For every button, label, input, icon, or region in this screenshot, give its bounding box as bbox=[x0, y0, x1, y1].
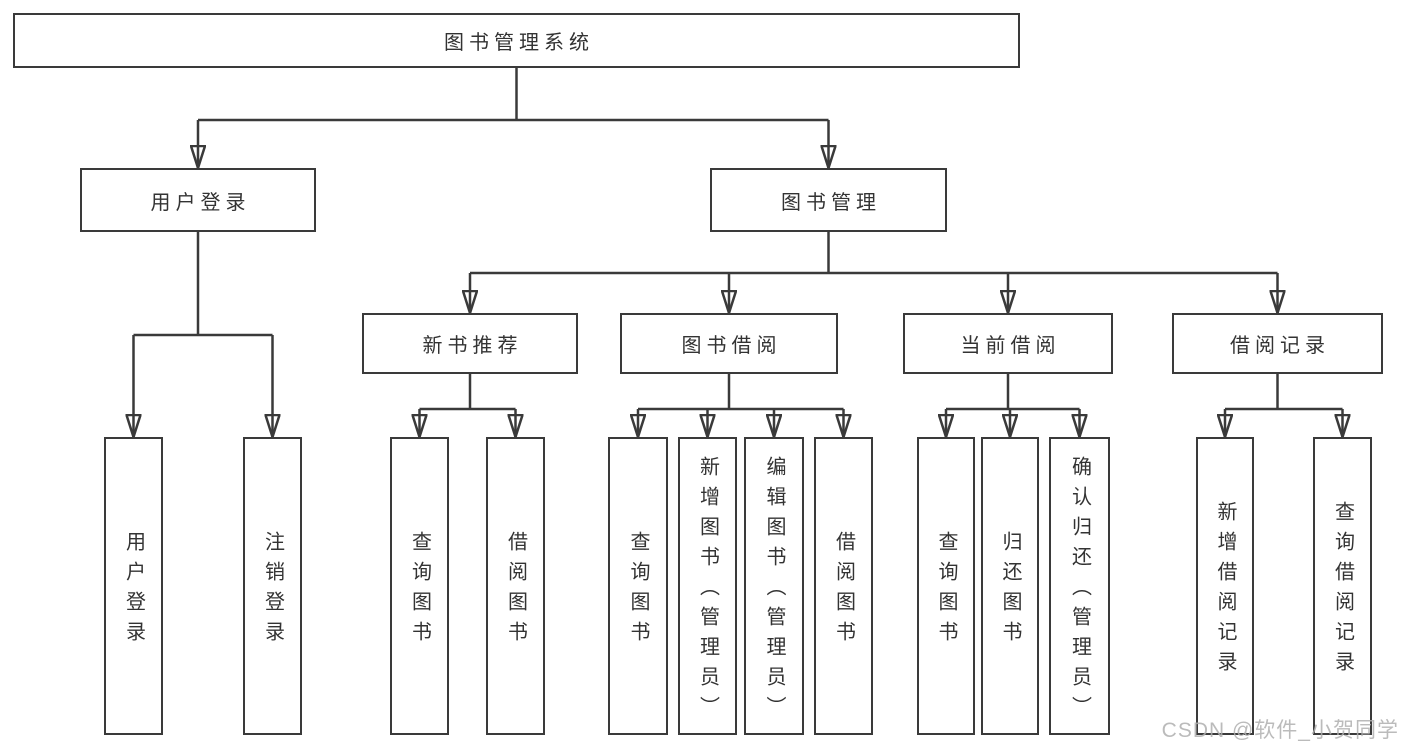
node-leaf-borrow-books-borrowing: 借阅图书 bbox=[814, 437, 873, 735]
connector-new-book-recommendation-children bbox=[420, 374, 516, 437]
node-leaf-add-borrow-record: 新增借阅记录 bbox=[1196, 437, 1254, 735]
node-leaf-query-books-recommend: 查询图书 bbox=[390, 437, 449, 735]
node-user-login: 用户登录 bbox=[80, 168, 316, 232]
node-book-borrowing: 图书借阅 bbox=[620, 313, 838, 374]
node-label: 图书管理 bbox=[781, 191, 881, 214]
node-leaf-user-login: 用户登录 bbox=[104, 437, 163, 735]
node-leaf-borrow-books-recommend: 借阅图书 bbox=[486, 437, 545, 735]
node-label: 新增图书（管理员） bbox=[696, 456, 719, 726]
node-label: 借阅图书 bbox=[504, 531, 527, 651]
node-library-management-system: 图书管理系统 bbox=[13, 13, 1020, 68]
connector-root-to-level2 bbox=[198, 68, 829, 168]
node-leaf-confirm-return-admin: 确认归还（管理员） bbox=[1049, 437, 1110, 735]
node-label: 用户登录 bbox=[150, 191, 251, 214]
node-label: 查询图书 bbox=[935, 531, 957, 651]
node-label: 归还图书 bbox=[999, 531, 1021, 651]
connector-current-borrowing-children bbox=[946, 374, 1080, 437]
csdn-watermark: CSDN @软件_小贺同学 bbox=[1161, 719, 1399, 742]
node-leaf-return-books: 归还图书 bbox=[981, 437, 1039, 735]
node-label: 查询图书 bbox=[627, 531, 649, 651]
node-label: 注销登录 bbox=[261, 531, 284, 651]
node-label: 当前借阅 bbox=[960, 335, 1061, 357]
node-label: 借阅图书 bbox=[832, 531, 855, 651]
node-borrowing-records: 借阅记录 bbox=[1172, 313, 1383, 374]
node-label: 图书借阅 bbox=[681, 335, 782, 357]
node-label: 查询图书 bbox=[408, 531, 431, 651]
node-new-book-recommendation: 新书推荐 bbox=[362, 313, 578, 374]
node-current-borrowing: 当前借阅 bbox=[903, 313, 1113, 374]
node-label: 用户登录 bbox=[122, 531, 145, 651]
node-leaf-query-books-borrowing: 查询图书 bbox=[608, 437, 668, 735]
connector-borrowing-records-children bbox=[1225, 374, 1343, 437]
node-label: 确认归还（管理员） bbox=[1068, 456, 1091, 726]
node-label: 图书管理系统 bbox=[444, 32, 594, 54]
node-label: 新增借阅记录 bbox=[1214, 501, 1236, 681]
node-label: 编辑图书（管理员） bbox=[763, 456, 785, 726]
node-label: 查询借阅记录 bbox=[1331, 501, 1354, 681]
node-label: 新书推荐 bbox=[422, 335, 523, 357]
connector-book-management-children bbox=[470, 232, 1278, 313]
node-leaf-query-books-current: 查询图书 bbox=[917, 437, 975, 735]
node-leaf-logout: 注销登录 bbox=[243, 437, 302, 735]
connector-book-borrowing-children bbox=[638, 374, 844, 437]
connector-user-login-children bbox=[134, 232, 273, 437]
node-label: 借阅记录 bbox=[1230, 335, 1330, 357]
node-leaf-add-books-admin: 新增图书（管理员） bbox=[678, 437, 737, 735]
node-leaf-query-borrow-record: 查询借阅记录 bbox=[1313, 437, 1372, 735]
node-book-management: 图书管理 bbox=[710, 168, 947, 232]
node-leaf-edit-books-admin: 编辑图书（管理员） bbox=[744, 437, 804, 735]
